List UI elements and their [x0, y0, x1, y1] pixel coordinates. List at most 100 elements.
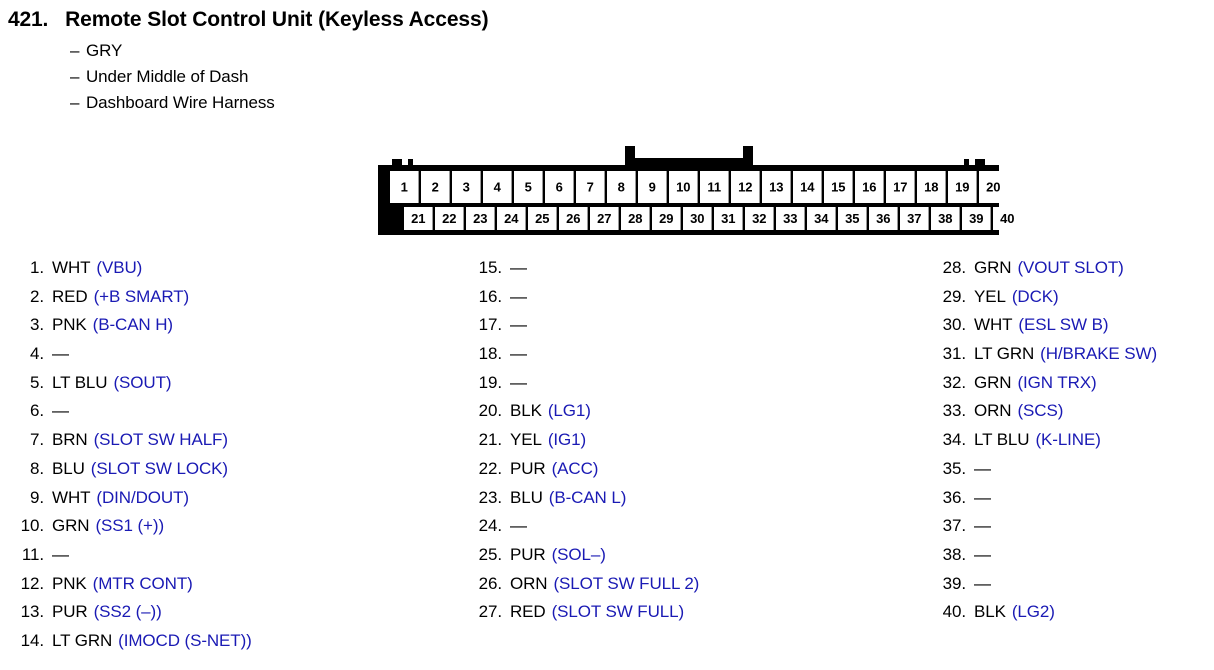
pin-signal-name: (SOUT): [113, 372, 172, 392]
pin-number-27: 27: [597, 211, 611, 226]
pin-list-item: 20.BLK(LG1): [466, 401, 916, 430]
pin-list-item: 18.—: [466, 344, 916, 373]
pin-list-index: 36.: [942, 487, 966, 507]
pin-number-14: 14: [800, 179, 815, 194]
pin-list-index: 7.: [30, 430, 44, 450]
pin-signal-name: (DIN/DOUT): [96, 487, 189, 507]
pin-cell-6: [545, 171, 574, 203]
page-title: 421. Remote Slot Control Unit (Keyless A…: [0, 8, 1214, 32]
pin-list-column-3: 28.GRN(VOUT SLOT)29.YEL(DCK)30.WHT(ESL S…: [930, 258, 1214, 631]
pin-list-index: 30.: [942, 315, 966, 335]
pin-list-item: 9.WHT(DIN/DOUT): [8, 488, 458, 517]
pin-cell-7: [576, 171, 605, 203]
pin-wire-color: —: [974, 487, 991, 507]
pin-wire-color: WHT: [974, 315, 1013, 335]
pin-wire-color: GRN: [974, 372, 1012, 392]
bullet-dash-icon: –: [70, 41, 80, 60]
pin-list-index: 8.: [30, 458, 44, 478]
pin-cell-24: [497, 207, 526, 230]
pin-cell-18: [917, 171, 946, 203]
pin-cell-26: [559, 207, 588, 230]
pin-number-13: 13: [769, 179, 783, 194]
pin-number-11: 11: [707, 179, 721, 194]
pin-wire-color: BLU: [52, 458, 85, 478]
pin-list-item: 3.PNK(B-CAN H): [8, 315, 458, 344]
pin-wire-color: WHT: [52, 487, 91, 507]
pin-signal-name: (VBU): [96, 258, 143, 277]
pin-list-index: 6.: [30, 401, 44, 421]
pin-list-index: 13.: [20, 602, 44, 622]
pin-wire-color: —: [974, 544, 991, 564]
pin-signal-name: (IMOCD (S-NET)): [118, 630, 252, 650]
pin-signal-name: (H/BRAKE SW): [1040, 344, 1158, 364]
pin-signal-name: (MTR CONT): [92, 573, 193, 593]
pin-cell-29: [652, 207, 681, 230]
pin-list-item: 15. —: [466, 258, 916, 287]
pin-list-index: 14.: [20, 630, 44, 650]
pin-wire-color: —: [510, 258, 527, 277]
pin-list-item: 8.BLU(SLOT SW LOCK): [8, 459, 458, 488]
pin-list-item: 24.—: [466, 516, 916, 545]
pin-list-item: 29.YEL(DCK): [930, 287, 1214, 316]
pin-list-index: 19.: [478, 372, 502, 392]
pin-list-index: 29.: [942, 286, 966, 306]
pin-wire-color: ORN: [974, 401, 1012, 421]
pin-cell-16: [855, 171, 884, 203]
pin-list-index: 39.: [942, 573, 966, 593]
pin-list-item: 16.—: [466, 287, 916, 316]
pin-number-4: 4: [494, 179, 502, 194]
pin-cell-35: [838, 207, 867, 230]
pin-list-item: 12.PNK(MTR CONT): [8, 574, 458, 603]
pin-number-12: 12: [738, 179, 752, 194]
pin-number-31: 31: [721, 211, 735, 226]
pin-cell-13: [762, 171, 791, 203]
header-detail-text: GRY: [86, 41, 123, 60]
pin-cell-30: [683, 207, 712, 230]
pin-wire-color: —: [510, 286, 527, 306]
section-title: Remote Slot Control Unit (Keyless Access…: [65, 8, 489, 31]
pin-list-item: 14.LT GRN(IMOCD (S-NET)): [8, 631, 458, 660]
pin-wire-color: PNK: [52, 315, 87, 335]
pin-number-3: 3: [463, 179, 470, 194]
pin-list-item: 11.—: [8, 545, 458, 574]
pin-list-item: 7.BRN(SLOT SW HALF): [8, 430, 458, 459]
pin-list-item: 26.ORN(SLOT SW FULL 2): [466, 574, 916, 603]
pin-signal-name: (SLOT SW FULL 2): [553, 573, 700, 593]
pin-cell-25: [528, 207, 557, 230]
pin-list-item: 38.—: [930, 545, 1214, 574]
header-detail-row: –Dashboard Wire Harness: [70, 90, 1214, 116]
pin-wire-color: —: [510, 516, 527, 536]
pin-list-index: 28.: [942, 258, 966, 277]
pin-wire-color: BLK: [974, 602, 1006, 622]
pin-number-8: 8: [618, 179, 625, 194]
pin-list-index: 22.: [478, 458, 502, 478]
connector-top-row: [390, 171, 1008, 203]
pin-cell-40: [993, 207, 1020, 230]
pin-list-index: 33.: [942, 401, 966, 421]
pin-number-23: 23: [473, 211, 487, 226]
pin-list-item: 32.GRN(IGN TRX): [930, 373, 1214, 402]
pin-wire-color: PUR: [52, 602, 88, 622]
pin-list-index: 40.: [942, 602, 966, 622]
pin-list-column-1: 1.WHT(VBU)2.RED(+B SMART)3.PNK(B-CAN H)4…: [8, 258, 458, 660]
pin-number-2: 2: [432, 179, 439, 194]
pin-wire-color: —: [974, 516, 991, 536]
pin-list-index: 25.: [478, 544, 502, 564]
pin-wire-color: PUR: [510, 458, 546, 478]
pin-list-index: 2.: [30, 286, 44, 306]
pin-list-index: 15.: [478, 258, 502, 277]
pin-list-item: 23.BLU(B-CAN L): [466, 488, 916, 517]
connector-latch-tab: [625, 146, 753, 168]
pin-number-22: 22: [442, 211, 456, 226]
pin-wire-color: YEL: [974, 286, 1006, 306]
pin-list-index: 4.: [30, 344, 44, 364]
pin-number-35: 35: [845, 211, 859, 226]
pin-number-18: 18: [924, 179, 938, 194]
pin-cell-22: [435, 207, 464, 230]
pin-list-item: 27.RED(SLOT SW FULL): [466, 602, 916, 631]
pin-wire-color: LT BLU: [974, 430, 1030, 450]
pin-list-item: 4.—: [8, 344, 458, 373]
pin-cell-3: [452, 171, 481, 203]
